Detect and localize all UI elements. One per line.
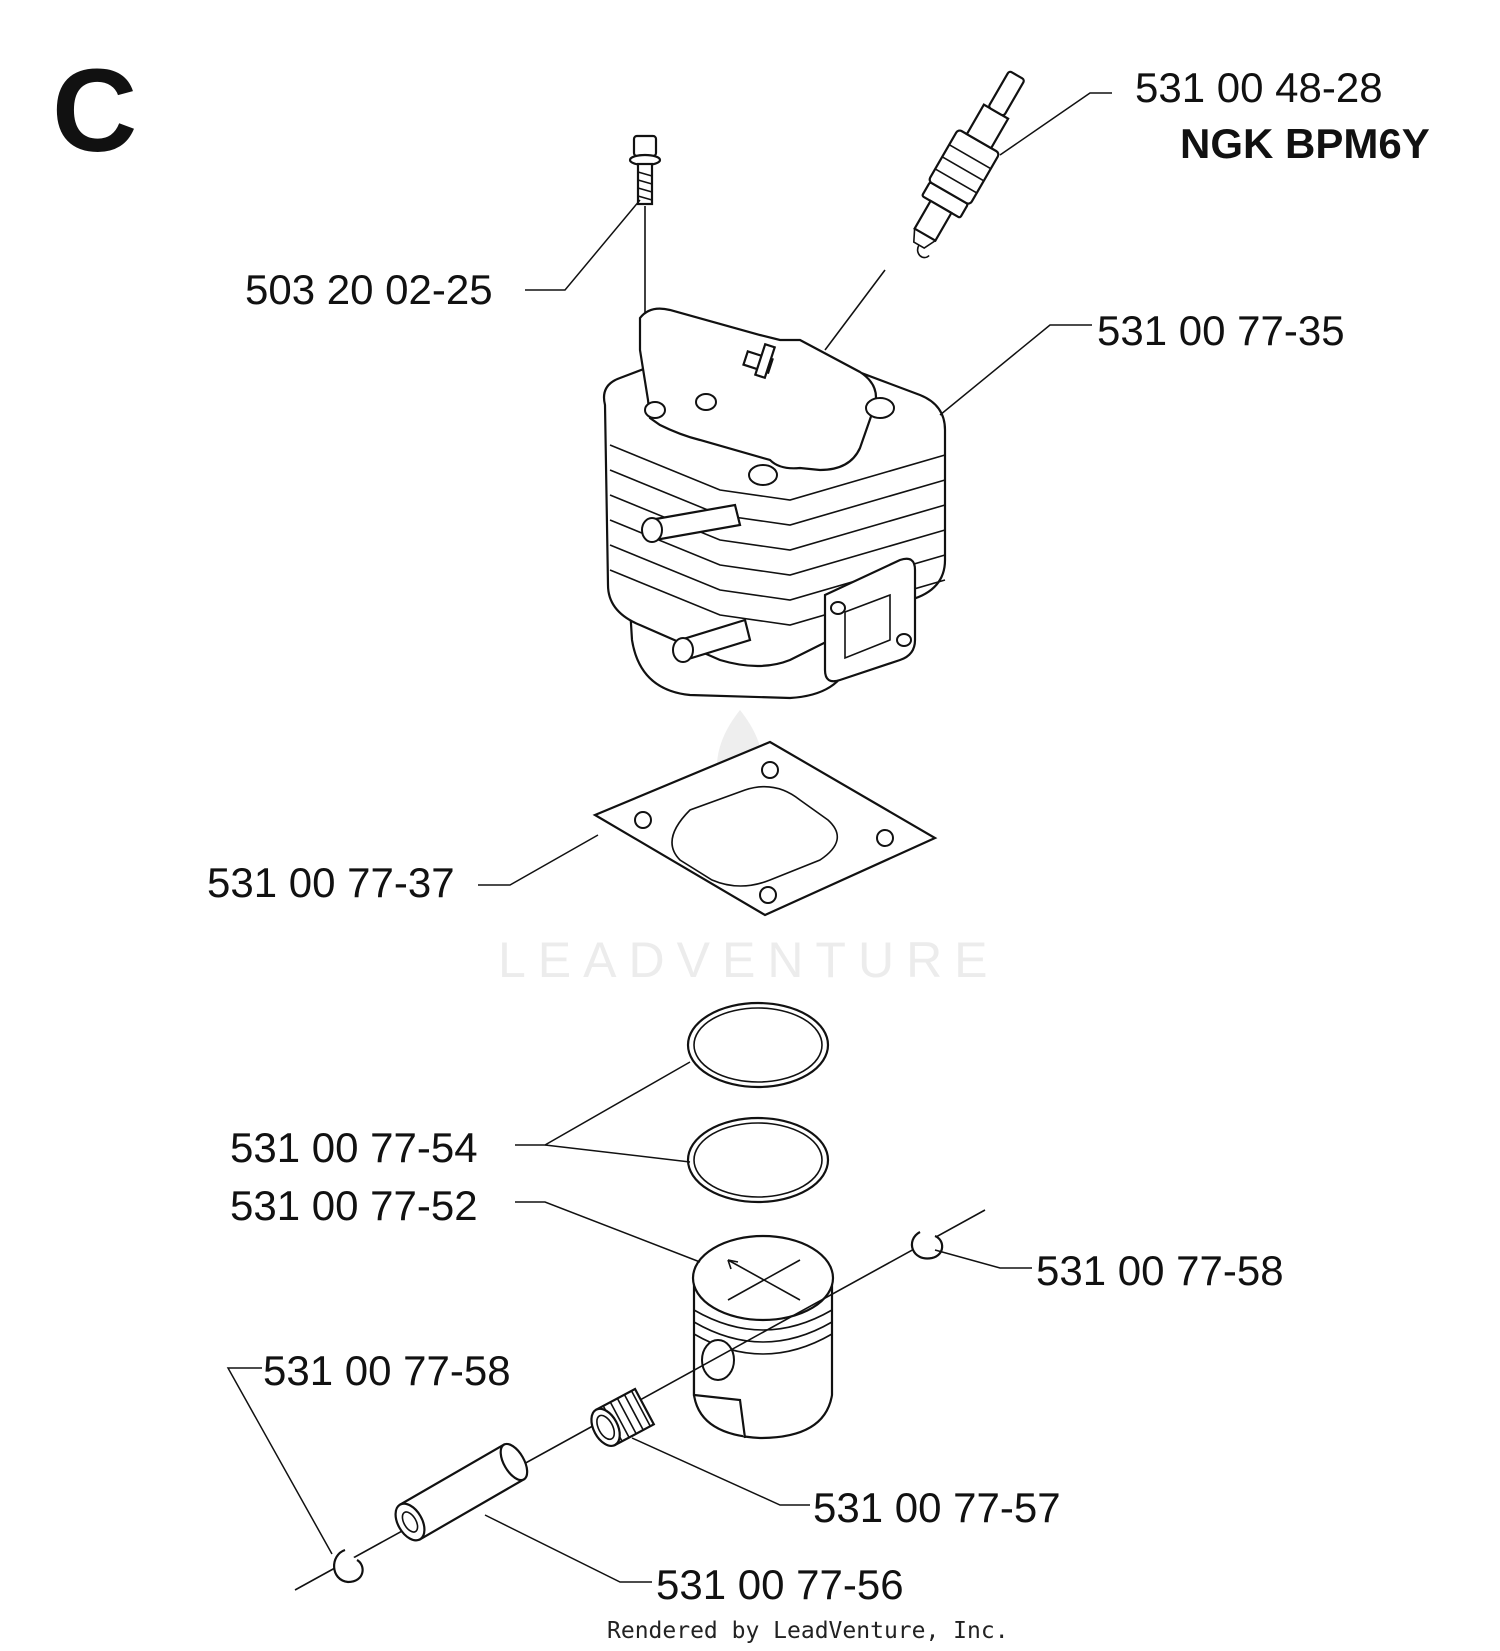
needle-bearing-icon[interactable] (586, 1387, 656, 1451)
piston-ring-icon[interactable] (686, 1001, 830, 1089)
part-label-piston[interactable]: 531 00 77-52 (230, 1182, 478, 1229)
gasket-icon[interactable] (592, 740, 938, 917)
part-label-piston-pin[interactable]: 531 00 77-56 (656, 1561, 904, 1608)
cylinder-icon[interactable] (602, 307, 947, 700)
circlip-icon[interactable] (910, 1231, 944, 1260)
part-label-gasket[interactable]: 531 00 77-37 (207, 859, 455, 906)
part-label-screw[interactable]: 503 20 02-25 (245, 266, 493, 313)
spark-plug-spec: NGK BPM6Y (1180, 120, 1430, 167)
spark-plug-icon[interactable] (894, 63, 1038, 264)
footer-credit: Rendered by LeadVenture, Inc. (607, 1618, 1009, 1644)
part-label-spark-plug[interactable]: 531 00 48-28 (1135, 64, 1383, 111)
piston-icon[interactable] (691, 1234, 835, 1440)
part-label-circlip-right[interactable]: 531 00 77-58 (1036, 1247, 1284, 1294)
part-label-circlip-left[interactable]: 531 00 77-58 (263, 1347, 511, 1394)
piston-ring-icon[interactable] (686, 1116, 830, 1204)
circlip-icon[interactable] (333, 1548, 364, 1584)
part-label-piston-rings[interactable]: 531 00 77-54 (230, 1124, 478, 1171)
leader-lines (226, 92, 1112, 1583)
watermark-text: LEADVENTURE (498, 932, 1000, 988)
part-label-cylinder[interactable]: 531 00 77-35 (1097, 307, 1345, 354)
part-label-needle-bearing[interactable]: 531 00 77-57 (813, 1484, 1061, 1531)
section-letter: C (52, 45, 138, 177)
piston-pin-icon[interactable] (390, 1440, 533, 1546)
